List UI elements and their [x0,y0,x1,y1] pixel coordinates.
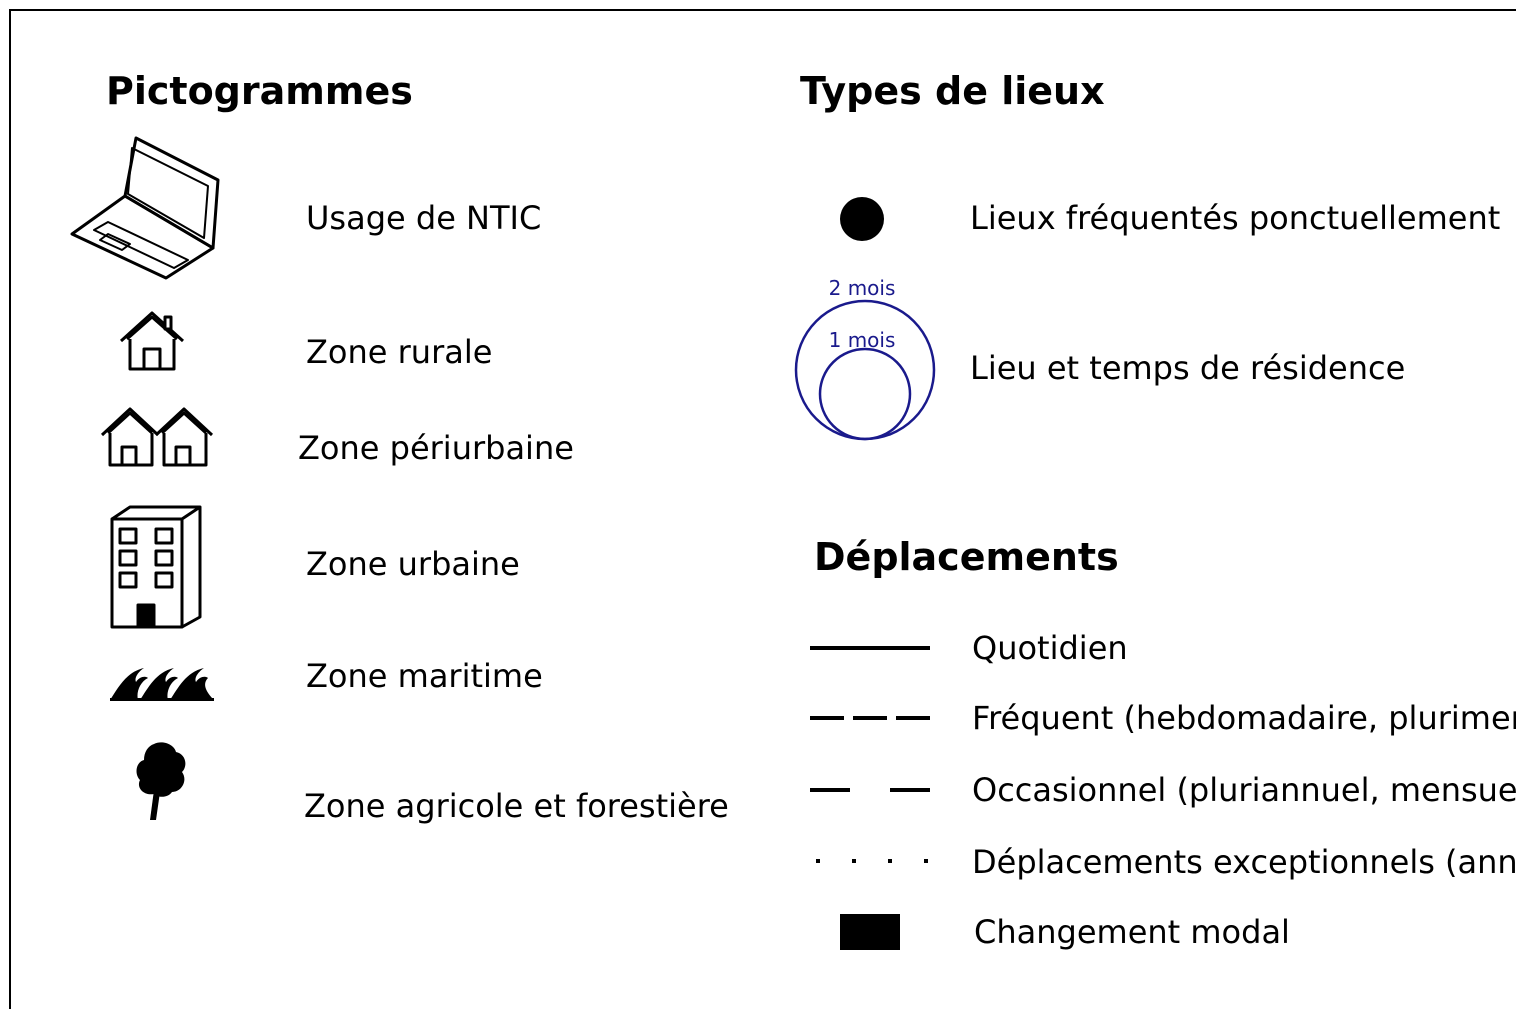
spaced-dash-line-icon [810,786,932,794]
circle-outer-label: 2 mois [829,276,896,300]
lieux-label-ponctuel: Lieux fréquentés ponctuellement [970,199,1501,237]
long-dash-line-icon [810,714,932,722]
nested-circles-icon: 2 mois 1 mois [790,272,940,448]
house-icon [119,309,185,373]
laptop-icon [68,136,223,284]
pictogrammes-title: Pictogrammes [106,69,413,113]
pictogramme-label-periurbaine: Zone périurbaine [298,429,574,467]
pictogramme-label-ntic: Usage de NTIC [306,199,542,237]
deplacement-label-quotidien: Quotidien [972,629,1128,667]
pictogramme-label-maritime: Zone maritime [306,657,543,695]
pictogramme-label-agricole: Zone agricole et forestière [304,787,729,825]
lieux-label-residence: Lieu et temps de résidence [970,349,1406,387]
two-houses-icon [100,403,214,469]
types-de-lieux-title: Types de lieux [800,69,1105,113]
tree-icon [134,740,190,824]
solid-line-icon [810,644,932,652]
building-icon [108,505,204,631]
deplacement-label-occasionnel: Occasionnel (pluriannuel, mensuel) [972,771,1516,809]
deplacement-label-changement-modal: Changement modal [974,913,1290,951]
dotted-line-icon [810,856,932,866]
black-rectangle-icon [840,914,902,952]
deplacements-title: Déplacements [814,535,1119,579]
deplacement-label-frequent: Fréquent (hebdomadaire, plurimer [972,699,1516,737]
circle-inner-label: 1 mois [829,328,896,352]
legend-frame [9,9,1516,1009]
deplacement-label-exceptionnels: Déplacements exceptionnels (annu [972,843,1516,881]
pictogramme-label-rurale: Zone rurale [306,333,493,371]
pictogramme-label-urbaine: Zone urbaine [306,545,520,583]
filled-dot-icon [838,195,886,243]
waves-icon [110,662,216,702]
